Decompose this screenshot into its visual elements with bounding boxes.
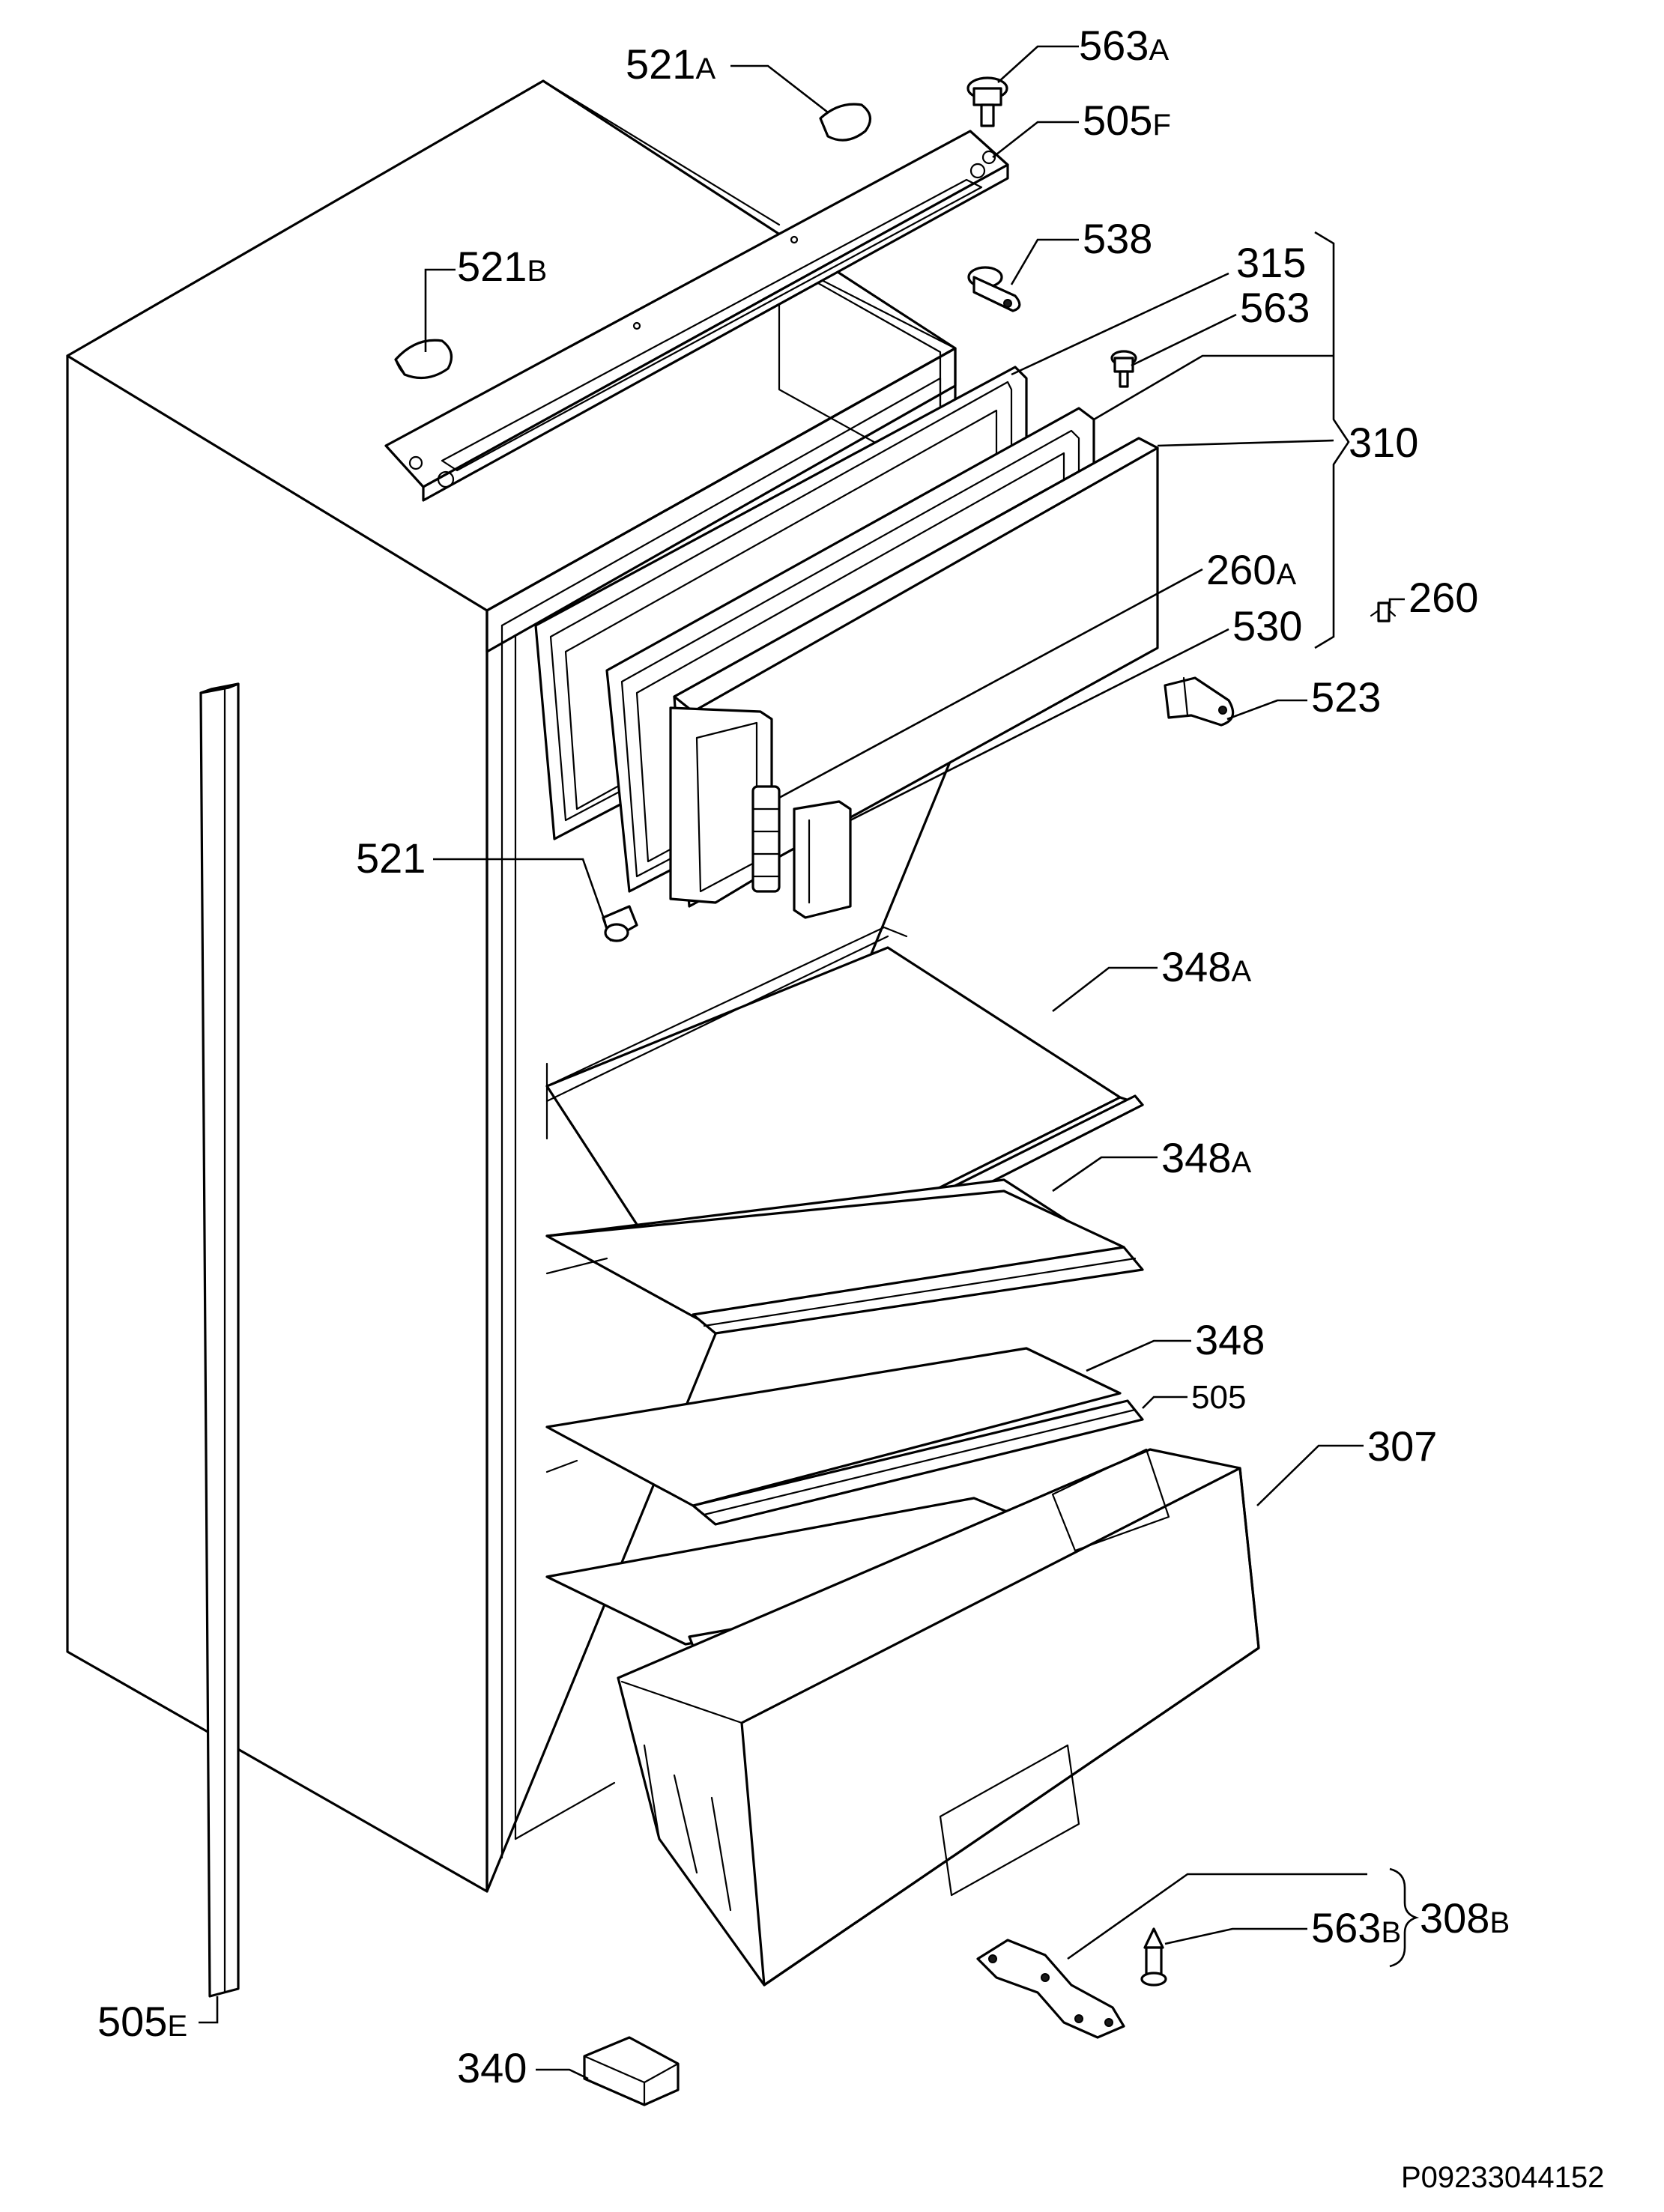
cap-521 [602,905,638,942]
screw-563A [966,76,1008,127]
label-521B: 521B [457,243,547,290]
screw-563 [1110,350,1137,388]
label-348A-top: 348A [1161,943,1251,990]
door-stop-523 [1164,676,1235,727]
label-307: 307 [1367,1422,1437,1470]
label-348: 348 [1195,1316,1265,1363]
label-308B: 308B [1420,1894,1510,1942]
label-505F: 505F [1083,97,1171,144]
label-315: 315 [1236,239,1306,286]
label-563: 563 [1240,284,1310,331]
label-530: 530 [1232,602,1302,649]
label-521: 521 [356,834,426,882]
part-340 [583,2036,680,2106]
top-hinge-rail [384,130,1009,502]
label-505: 505 [1191,1379,1246,1416]
lower-hinge-bracket-308B [976,1939,1125,2039]
label-523: 523 [1311,673,1381,721]
label-310: 310 [1349,419,1418,466]
label-260: 260 [1409,574,1478,621]
callout-labels: 521A 563A 505F 521B 538 315 563 310 260A… [97,22,1604,2194]
glass-shelf-348-lower [545,1347,1144,1526]
door-seal-strip-505E [199,682,240,1998]
label-563B: 563B [1311,1904,1401,1951]
label-538: 538 [1083,215,1152,262]
cabinet-body [66,79,957,1893]
screw-563B [1140,1927,1167,1987]
cap-521A [819,103,871,142]
glass-shelf-348A-middle [545,1178,1144,1335]
drawing-reference-number: P09233044152 [1401,2161,1604,2194]
clip-260 [1370,602,1397,622]
label-505E: 505E [97,1998,187,2045]
label-348A-middle: 348A [1161,1134,1251,1181]
label-521A: 521A [626,40,715,88]
crisper-drawer-307 [617,1448,1260,1987]
label-260A: 260A [1206,546,1296,593]
callout-leaders [199,45,1420,2080]
cap-521B [394,339,453,380]
label-563A: 563A [1079,22,1169,69]
label-340: 340 [457,2044,527,2091]
hinge-pin-538 [967,266,1021,312]
